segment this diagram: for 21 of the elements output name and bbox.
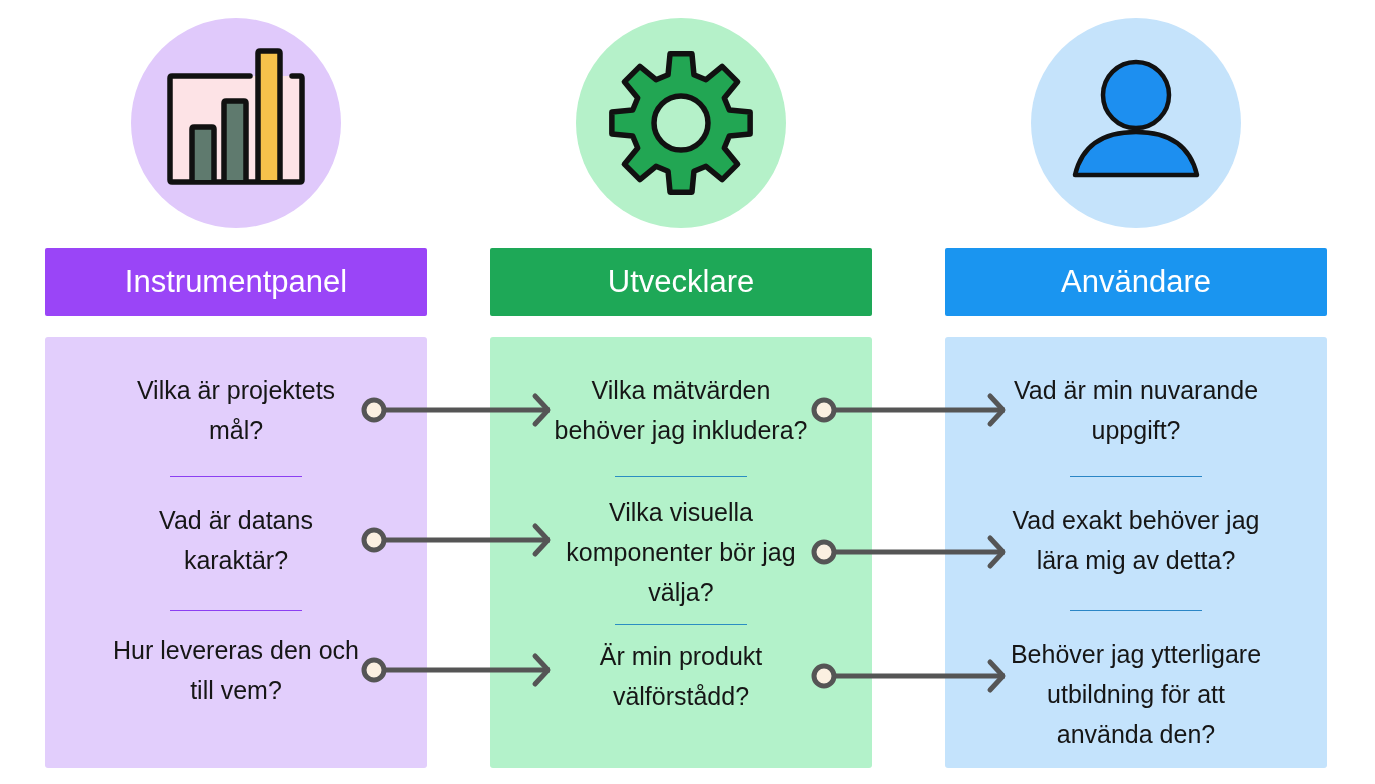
question-text: Vilka är projektets mål? <box>110 370 362 450</box>
arrow <box>811 393 1006 427</box>
question-text: Vad är datans karaktär? <box>110 500 362 580</box>
column-panel <box>45 337 427 768</box>
arrow <box>811 659 1006 693</box>
question-text: Vilka visuella komponenter bör jag välja? <box>550 492 812 612</box>
arrow <box>361 393 551 427</box>
question-text: Vad exakt behöver jag lära mig av detta? <box>1005 500 1267 580</box>
question-text: Är min produkt välförstådd? <box>550 636 812 716</box>
question-text: Vilka mätvärden behöver jag inkludera? <box>550 370 812 450</box>
column-panel <box>945 337 1327 768</box>
arrow <box>361 523 551 557</box>
column-panel <box>490 337 872 768</box>
column-header: Användare <box>945 248 1327 316</box>
question-text: Hur levereras den och till vem? <box>110 630 362 710</box>
arrow <box>811 535 1006 569</box>
arrow <box>361 653 551 687</box>
question-text: Behöver jag ytterligare utbildning för att använda den? <box>1005 634 1267 754</box>
column-header: Utvecklare <box>490 248 872 316</box>
column-header: Instrumentpanel <box>45 248 427 316</box>
question-text: Vad är min nuvarande uppgift? <box>1005 370 1267 450</box>
